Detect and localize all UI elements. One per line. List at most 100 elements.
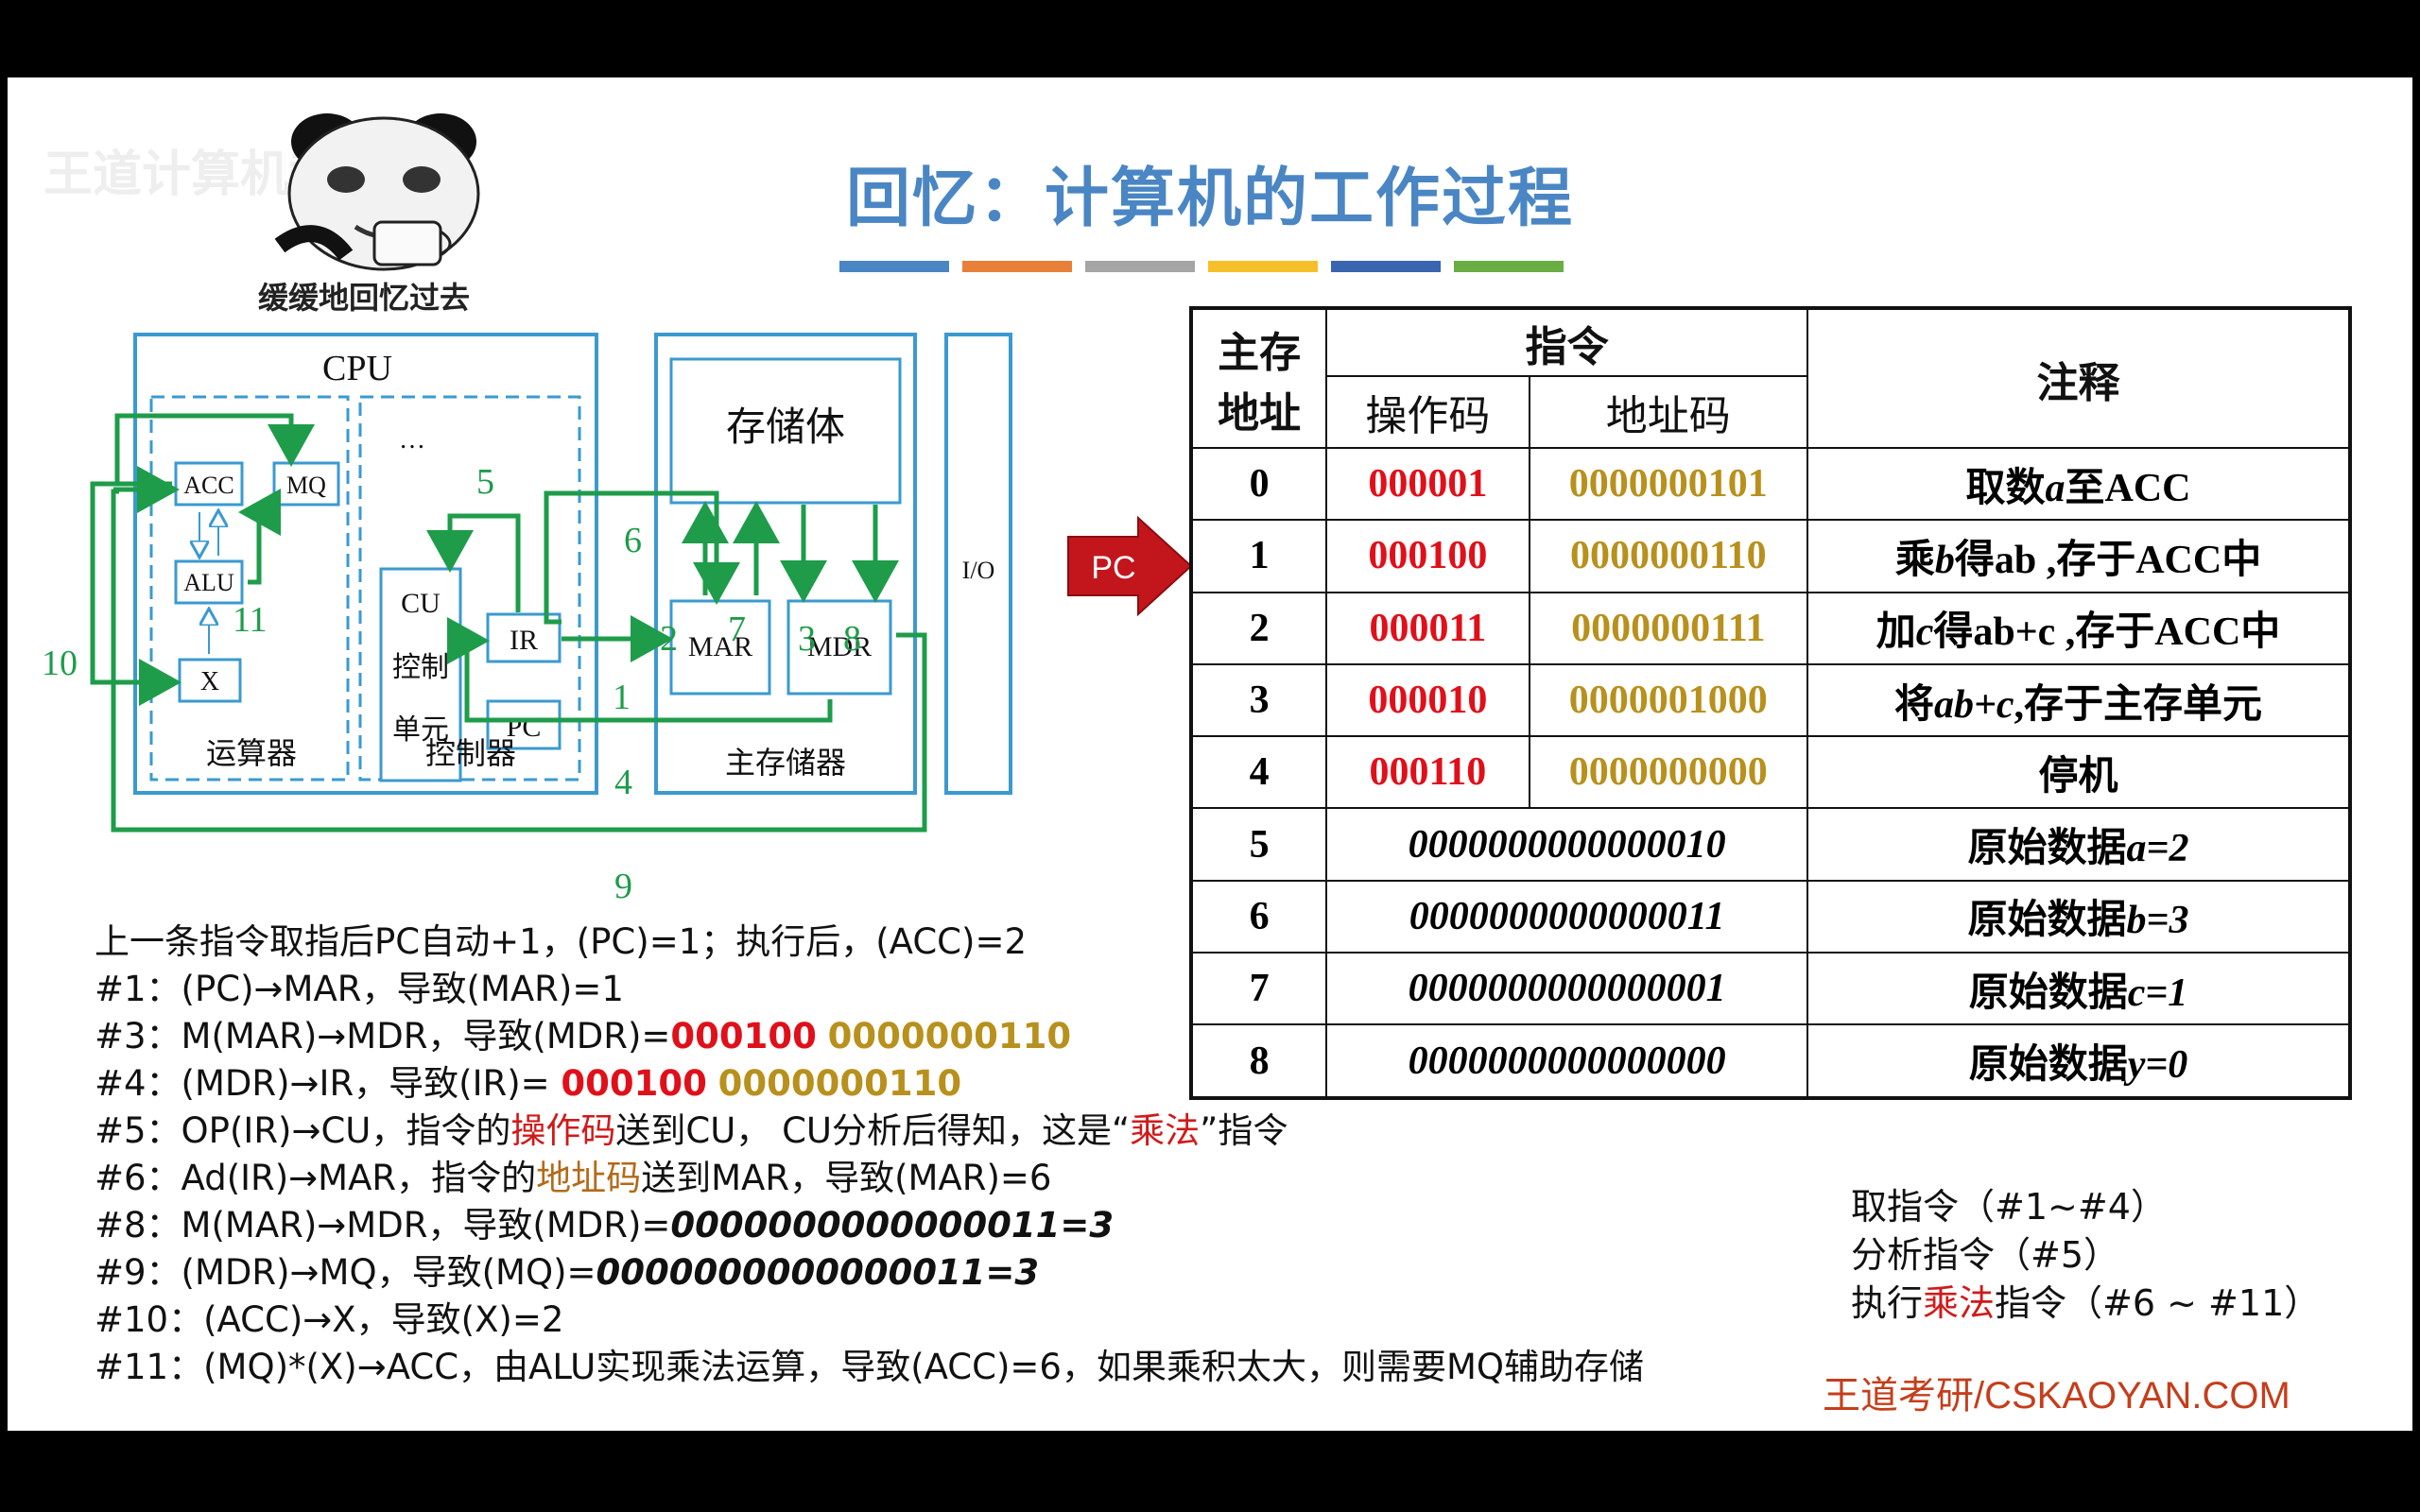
alu-label: ALU <box>183 569 234 596</box>
storage-label: 存储体 <box>726 404 845 450</box>
mar-label: MAR <box>688 631 752 662</box>
mq-label: MQ <box>286 472 326 499</box>
page-title: 回忆：计算机的工作过程 <box>845 162 1574 236</box>
title-bar-2 <box>962 261 1072 272</box>
row-note: 原始数据b=3 <box>1806 879 2351 954</box>
path-num-10: 10 <box>42 644 78 683</box>
controller-dashed-box <box>358 395 581 782</box>
row-address-code: 0000000110 <box>1528 519 1809 593</box>
brand-footer: 王道考研/CSKAOYAN.COM <box>1823 1375 2290 1417</box>
alu-box <box>174 559 244 605</box>
step-line: #1：(PC)→MAR，导致(MAR)=1 <box>95 969 624 1009</box>
meme-caption: 缓缓地回忆过去 <box>258 280 471 316</box>
step-line: #8：M(MAR)→MDR，导致(MDR)=0000000000000011=3 <box>95 1205 1115 1246</box>
table-row: 7 0000000000000001 原始数据c=1 <box>1189 952 2351 1026</box>
step-line: #5：OP(IR)→CU，指令的操作码送到CU， CU分析后得知，这是“乘法”指… <box>95 1110 1288 1151</box>
row-opcode: 000100 <box>1325 519 1530 593</box>
alu-dashed-box <box>149 395 350 782</box>
main-memory-label: 主存储器 <box>725 745 846 781</box>
acc-label: ACC <box>183 472 233 499</box>
table-row: 4 000110 0000000000 停机 <box>1189 735 2351 810</box>
pc-label: PC <box>507 712 542 743</box>
controller-label: 控制器 <box>425 735 516 771</box>
main-memory-box <box>654 333 917 795</box>
header-instruction: 指令 <box>1325 307 1809 377</box>
row-note: 原始数据c=1 <box>1806 952 2351 1026</box>
row-address: 0 <box>1189 446 1328 522</box>
row-value: 0000000000000000 <box>1325 1023 1809 1099</box>
panda-meme-image <box>274 113 480 271</box>
header-address: 主存地址 <box>1189 307 1328 449</box>
table-row: 2 000011 0000000111 加c得ab+c ,存于ACC中 <box>1189 591 2351 665</box>
row-address-code: 0000000111 <box>1528 591 1809 665</box>
storage-box <box>669 357 902 505</box>
pc-pointer-arrow: PC <box>1067 515 1193 617</box>
table-row: 5 0000000000000010 原始数据a=2 <box>1189 807 2351 882</box>
row-note: 原始数据a=2 <box>1806 807 2351 882</box>
table-row: 0 000001 0000000101 取数a至ACC <box>1189 446 2351 522</box>
row-address: 6 <box>1189 879 1328 954</box>
row-address: 2 <box>1189 591 1328 665</box>
summary-execute: 执行乘法指令（#6 ~ #11） <box>1851 1282 2321 1324</box>
path-num-9: 9 <box>614 867 632 906</box>
step-line: #3：M(MAR)→MDR，导致(MDR)=000100 0000000110 <box>95 1016 1072 1057</box>
path-num-1: 1 <box>613 678 631 717</box>
path-num-11: 11 <box>233 600 268 640</box>
row-opcode: 000010 <box>1325 662 1530 738</box>
row-address: 8 <box>1189 1023 1328 1099</box>
cu-line2: 单元 <box>392 713 449 747</box>
alu-unit-label: 运算器 <box>206 735 297 771</box>
path-num-5: 5 <box>476 462 494 502</box>
pc-box <box>486 699 562 750</box>
header-note: 注释 <box>1806 307 2351 449</box>
summary-decode: 分析指令（#5） <box>1851 1234 2120 1276</box>
title-bar-4 <box>1208 261 1318 272</box>
row-address: 5 <box>1189 807 1328 882</box>
row-address-code: 0000001000 <box>1528 662 1809 738</box>
table-row: 6 0000000000000011 原始数据b=3 <box>1189 879 2351 954</box>
step-line: #11：(MQ)*(X)→ACC，由ALU实现乘法运算，导致(ACC)=6，如果… <box>95 1347 1645 1387</box>
cu-label: CU <box>401 588 441 619</box>
mdr-box <box>786 599 892 696</box>
path-num-6: 6 <box>624 521 642 560</box>
title-bar-5 <box>1331 261 1441 272</box>
row-note: 原始数据y=0 <box>1806 1023 2351 1099</box>
row-opcode: 000011 <box>1325 591 1530 665</box>
pc-pointer-label: PC <box>1091 550 1135 586</box>
step-line: #4：(MDR)→IR，导致(IR)= 000100 0000000110 <box>95 1063 962 1104</box>
row-value: 0000000000000001 <box>1325 952 1809 1026</box>
mar-box <box>669 599 771 696</box>
title-bar-1 <box>839 261 949 272</box>
path-num-2: 2 <box>660 619 678 659</box>
x-label: X <box>200 667 219 696</box>
step-line: 上一条指令取指后PC自动+1，(PC)=1；执行后，(ACC)=2 <box>95 921 1027 962</box>
title-bar-6 <box>1454 261 1564 272</box>
row-address: 4 <box>1189 735 1328 810</box>
acc-box <box>174 461 244 507</box>
slide: 王道计算机教育 缓缓地回忆过去 回忆：计算机的工作过程 CPU <box>8 77 2412 1431</box>
row-address: 3 <box>1189 662 1328 738</box>
row-address-code: 0000000000 <box>1528 735 1809 810</box>
row-opcode: 000110 <box>1325 735 1530 810</box>
summary-fetch: 取指令（#1~#4） <box>1851 1186 2167 1228</box>
header-opcode: 操作码 <box>1325 375 1530 449</box>
step-line: #6：Ad(IR)→MAR，指令的地址码送到MAR，导致(MAR)=6 <box>95 1158 1052 1198</box>
cu-line1: 控制 <box>392 651 449 684</box>
step-line: #9：(MDR)→MQ，导致(MQ)=0000000000000011=3 <box>95 1252 1040 1293</box>
computer-diagram: CPU ACC MQ ALU X 运算器 … CU 控制 单元 IR PC 控制… <box>42 333 1012 906</box>
table-row: 1 000100 0000000110 乘b得ab ,存于ACC中 <box>1189 519 2351 593</box>
row-value: 0000000000000011 <box>1325 879 1809 954</box>
table-row: 3 000010 0000001000 将ab+c,存于主存单元 <box>1189 662 2351 738</box>
path-num-3: 3 <box>798 619 816 659</box>
row-note: 将ab+c,存于主存单元 <box>1806 662 2351 738</box>
ir-label: IR <box>510 625 538 656</box>
io-label: I/O <box>962 557 995 584</box>
cu-dots: … <box>399 425 425 455</box>
row-opcode: 000001 <box>1325 446 1530 522</box>
path-num-7: 7 <box>728 610 746 649</box>
memory-table: 主存地址 指令 注释 操作码 地址码 0 000001 0000000101 取… <box>1189 306 2352 1100</box>
row-note: 加c得ab+c ,存于ACC中 <box>1806 591 2351 665</box>
row-address: 1 <box>1189 519 1328 593</box>
row-address-code: 0000000101 <box>1528 446 1809 522</box>
path-num-8: 8 <box>843 619 861 659</box>
